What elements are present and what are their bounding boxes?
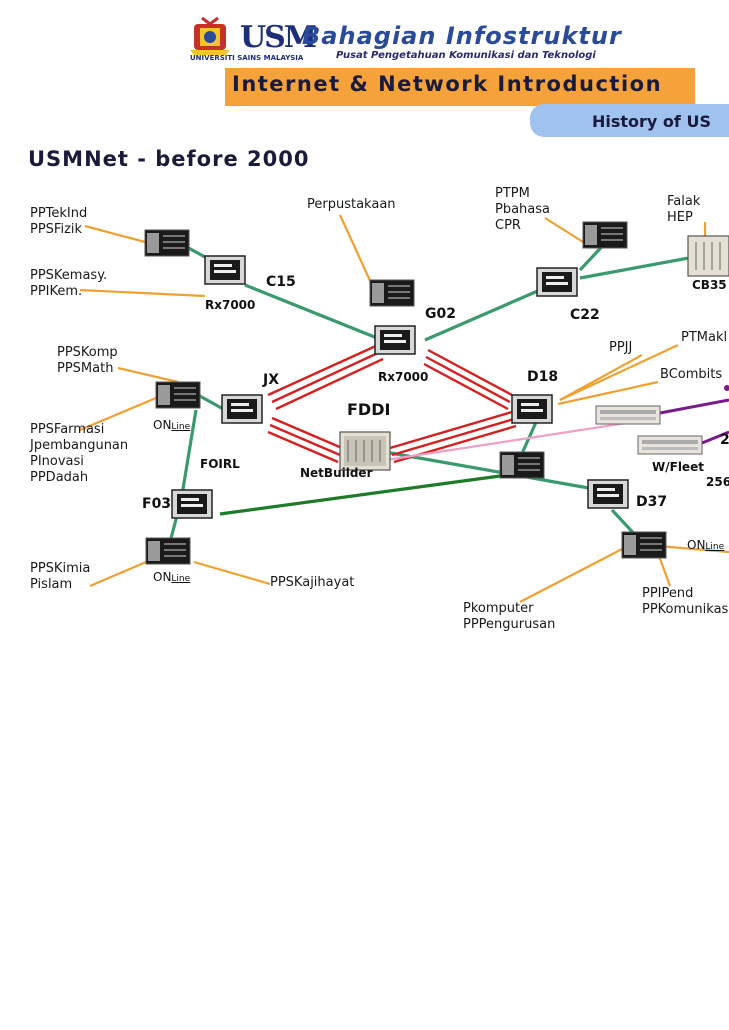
rx7000-center-router-icon xyxy=(374,325,416,355)
node-c22: C22 xyxy=(570,307,600,323)
bahagian-logo: Bahagian Infostruktur xyxy=(302,22,622,50)
node-d18: D18 xyxy=(527,369,559,385)
f03-link xyxy=(219,474,501,516)
label-ppipend: PPIPend PPKomunikas xyxy=(642,586,729,617)
label-ppskomp: PPSKomp PPSMath xyxy=(57,345,118,376)
fddi-backbone xyxy=(267,343,517,464)
pptekind-pc-icon xyxy=(144,229,190,257)
node-cb35: CB35 xyxy=(692,278,727,292)
pusat-subtitle: Pusat Pengetahuan Komunikasi dan Teknolo… xyxy=(336,50,596,61)
d18-pc-icon xyxy=(499,451,545,479)
banner-subtitle: History of US xyxy=(592,112,711,131)
usm-crest-icon xyxy=(190,16,230,55)
node-jx: JX xyxy=(263,372,280,388)
label-bcombits: BCombits xyxy=(660,367,723,382)
online-line: Line xyxy=(171,422,191,432)
purple-link-1 xyxy=(659,398,729,415)
d37-router-icon xyxy=(587,479,629,509)
node-foirl: FOIRL xyxy=(200,457,240,471)
pink-link xyxy=(385,418,647,462)
d18-router-icon xyxy=(511,394,553,424)
label-ppjj: PPJJ xyxy=(609,340,633,355)
node-netbuilder: NetBuilder xyxy=(300,466,373,480)
online-on: ON xyxy=(687,538,706,552)
node-rx7000-center: Rx7000 xyxy=(378,370,429,384)
banner-title: Internet & Network Introduction xyxy=(232,72,663,96)
c15-router-icon xyxy=(204,255,246,285)
label-ppskemasy: PPSKemasy. PPIKem. xyxy=(30,268,108,299)
node-256: 256 xyxy=(706,475,729,489)
title-banner xyxy=(225,68,695,106)
label-ptmakl: PTMakl xyxy=(681,330,728,345)
label-ppskimia: PPSKimia Pislam xyxy=(30,561,91,592)
jx-router-icon xyxy=(221,394,263,424)
department-links xyxy=(79,214,729,603)
netbuilder-chassis-icon xyxy=(339,431,391,471)
online-label-2: ONLine xyxy=(153,570,190,584)
label-ptpm: PTPM Pbahasa CPR xyxy=(495,186,551,233)
node-fddi: FDDI xyxy=(347,400,391,419)
cb35-chassis-icon xyxy=(687,235,729,277)
label-pptekind: PPTekInd PPSFizik xyxy=(30,206,88,237)
online-line: Line xyxy=(705,542,725,552)
usm-university-name: UNIVERSITI SAINS MALAYSIA xyxy=(190,54,304,62)
label-perpustakaan: Perpustakaan xyxy=(307,197,396,212)
online-on: ON xyxy=(153,418,172,432)
f03-router-icon xyxy=(171,489,213,519)
ptpm-pc-icon xyxy=(582,221,628,249)
wfleet-hub-icon xyxy=(637,435,703,455)
ppskimia-pc-icon xyxy=(145,537,191,565)
label-ppskajihayat: PPSKajihayat xyxy=(270,575,355,590)
online-line: Line xyxy=(171,574,191,584)
node-c15: C15 xyxy=(266,274,296,290)
bcombits-hub-icon xyxy=(595,405,661,425)
purple-endpoint-icon xyxy=(724,385,729,391)
node-wfleet: W/Fleet xyxy=(652,460,704,474)
label-pkomputer: Pkomputer PPPengurusan xyxy=(463,601,556,632)
node-g02: G02 xyxy=(425,306,456,322)
online-on: ON xyxy=(153,570,172,584)
label-ppsfarmasi: PPSFarmasi Jpembangunan PInovasi PPDadah xyxy=(30,422,129,485)
usm-logo: USM xyxy=(240,20,317,55)
c22-router-icon xyxy=(536,267,578,297)
online-label-3: ONLine xyxy=(687,538,724,552)
g02-pc-icon xyxy=(369,279,415,307)
online-label-1: ONLine xyxy=(153,418,190,432)
node-2: 2 xyxy=(720,432,729,448)
slide-title: USMNet - before 2000 xyxy=(28,147,310,171)
ppskomp-pc-icon xyxy=(155,381,201,409)
label-falak: Falak HEP xyxy=(667,194,701,225)
d37-pc-icon xyxy=(621,531,667,559)
node-rx7000-left: Rx7000 xyxy=(205,298,256,312)
subtitle-banner xyxy=(530,104,729,137)
node-f03: F03 xyxy=(142,496,172,512)
node-d37: D37 xyxy=(636,494,668,510)
purple-link-2 xyxy=(701,430,729,445)
